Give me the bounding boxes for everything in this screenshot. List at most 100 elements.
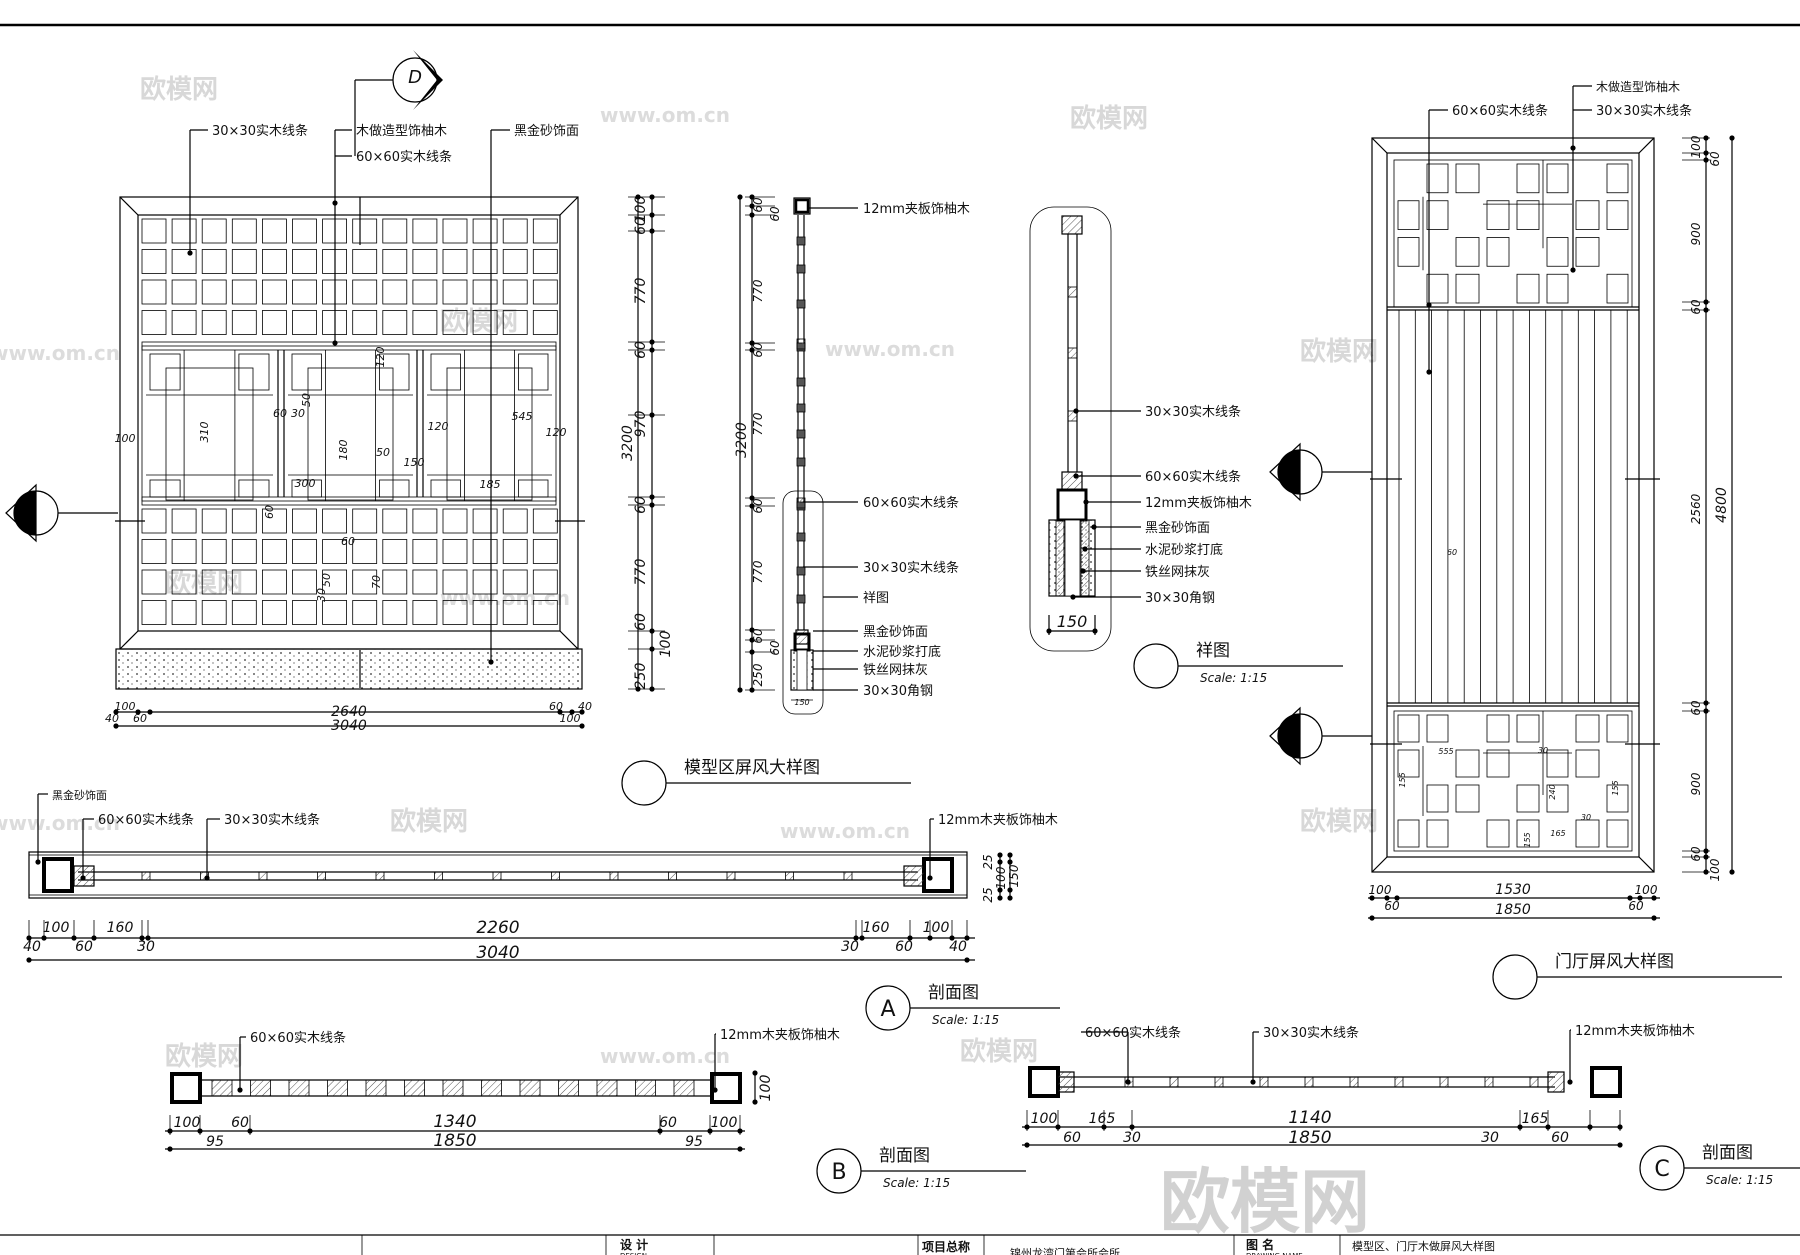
rect	[317, 871, 326, 881]
drawing-title: 剖面图	[879, 1146, 930, 1166]
rect	[412, 539, 438, 564]
rect	[1426, 784, 1449, 813]
dimension-dot	[557, 709, 563, 715]
rect	[1169, 1076, 1179, 1088]
leader-label: 黑金砂饰面	[52, 788, 107, 802]
rect	[1259, 1076, 1269, 1088]
rect	[1546, 749, 1569, 778]
leader-label: 木做造型饰柚木	[356, 124, 447, 139]
scale-label: Scale: 1:15	[1706, 1173, 1773, 1187]
dimension-label: 150	[1057, 612, 1088, 631]
rect	[201, 249, 227, 274]
dimension-dot	[997, 852, 1003, 858]
post-section	[42, 857, 74, 893]
rect	[1575, 237, 1600, 267]
dimension-label: 30	[1481, 1130, 1499, 1146]
rect	[1606, 714, 1629, 743]
watermark-logo: 欧模网	[165, 1041, 243, 1072]
rect	[1575, 819, 1600, 848]
dimension-dot	[167, 1146, 173, 1152]
dimension-dot	[1627, 895, 1633, 901]
dimension-label: 60	[1708, 151, 1722, 167]
section-arrow-fill	[14, 491, 36, 535]
rect	[231, 539, 257, 564]
inner-dimension-label: 50	[300, 393, 313, 407]
rect	[532, 249, 558, 274]
rect	[1061, 471, 1083, 491]
dimension-label: 770	[633, 278, 649, 305]
section-arrow-fill	[1278, 714, 1300, 758]
leader-label: 30×30实木线条	[1596, 103, 1692, 119]
inner-dimension-label: 30	[315, 588, 328, 602]
rect	[115, 648, 583, 690]
rect	[382, 218, 408, 244]
dimension-label: 900	[1689, 772, 1703, 795]
dimension-label: 40	[578, 700, 592, 713]
rect	[141, 249, 167, 274]
rect	[442, 279, 468, 305]
rect	[261, 279, 287, 305]
dimension-label: 30	[841, 939, 859, 955]
rect	[502, 569, 528, 595]
rect	[231, 508, 257, 534]
dimension-dot	[1369, 915, 1375, 921]
rect	[481, 1079, 502, 1097]
dimension-total: 3200	[734, 422, 750, 458]
title-block-text: 锦州龙湾门第会所会所	[1010, 1246, 1120, 1255]
dimension-label: 770	[751, 412, 765, 435]
detail-callout-outline	[782, 490, 824, 715]
rect	[183, 394, 236, 476]
rect	[532, 508, 558, 534]
rect	[149, 479, 181, 498]
dimension-label: 60	[659, 1115, 677, 1131]
dimension-label: 100	[1689, 135, 1703, 158]
rect	[1439, 1076, 1449, 1088]
dimension-label: 100	[115, 700, 136, 713]
watermark-logo-large: 欧模网	[1160, 1161, 1370, 1243]
rect	[1546, 163, 1569, 194]
dimension-label: 60	[133, 712, 147, 725]
rect	[1426, 200, 1449, 230]
rect	[325, 394, 376, 476]
dimension-dot	[1007, 887, 1013, 893]
rect	[1064, 519, 1081, 597]
leader-label: 30×30实木线条	[1263, 1025, 1359, 1041]
scale-label: Scale: 1:15	[1200, 671, 1267, 685]
dimension-dot	[752, 1070, 758, 1076]
rect	[446, 367, 533, 501]
rect	[238, 479, 270, 498]
rect	[796, 497, 806, 509]
dimension-label: 150	[794, 698, 809, 707]
rect	[1371, 137, 1655, 873]
dimension-label: 900	[1689, 222, 1703, 245]
rect	[292, 508, 317, 534]
inner-dimension-label: 100	[115, 432, 136, 445]
rect	[352, 249, 378, 274]
rect	[412, 508, 438, 534]
rect	[137, 214, 561, 632]
rect	[322, 600, 348, 625]
watermark-logo: 欧模网	[390, 806, 468, 837]
rect	[1529, 1076, 1539, 1088]
dimension-dot	[569, 709, 575, 715]
rect	[1516, 784, 1540, 813]
rect	[903, 865, 925, 887]
rect	[558, 1079, 579, 1097]
drawing-title: 门厅屏风大样图	[1555, 952, 1674, 972]
dimension-dot	[1384, 895, 1390, 901]
watermark-logo: 欧模网	[960, 1036, 1038, 1067]
inner-dimension-label: 180	[337, 440, 350, 461]
rect	[1393, 710, 1633, 852]
rect	[464, 394, 515, 476]
rect	[141, 600, 167, 625]
rect	[1067, 410, 1078, 422]
title-block-text: DRAWING NAME	[1246, 1252, 1303, 1255]
rect	[375, 871, 385, 881]
rect	[382, 310, 408, 335]
dimension-dot	[737, 194, 743, 200]
dimension-label: 60	[1384, 899, 1400, 913]
section-marker-letter: B	[1305, 455, 1316, 474]
dimension-label: 1530	[1495, 882, 1531, 898]
rect	[796, 429, 806, 439]
rect	[412, 279, 438, 305]
